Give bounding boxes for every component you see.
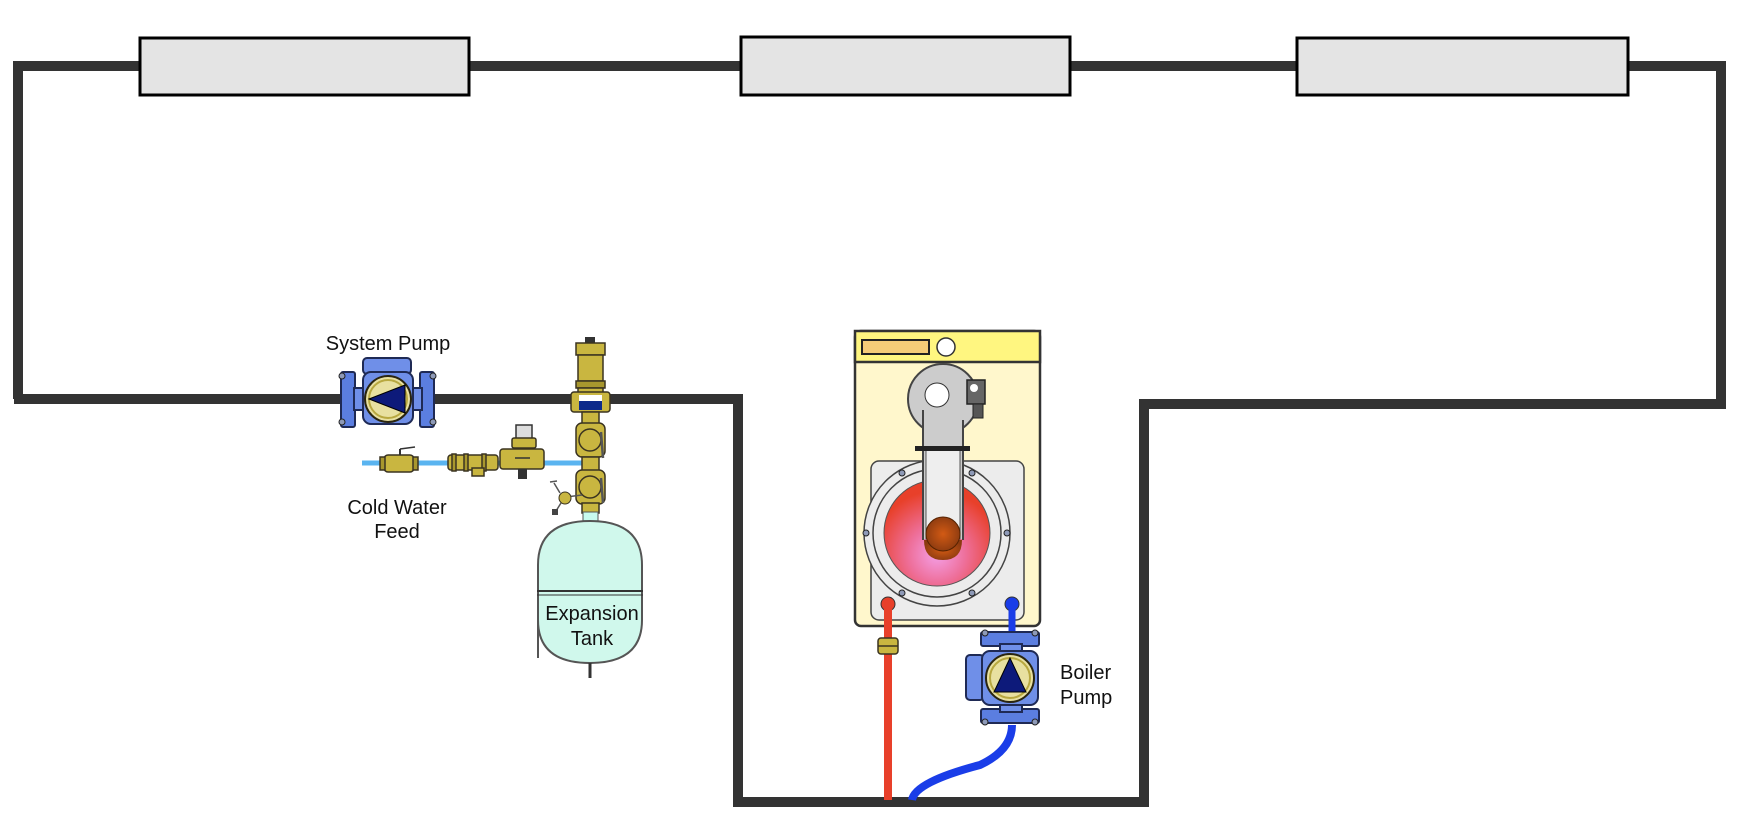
isolation-valve-upper[interactable] bbox=[575, 422, 606, 459]
pipe-return-left bbox=[14, 394, 1726, 807]
radiator-2 bbox=[739, 35, 1072, 97]
valve-connector bbox=[581, 456, 600, 472]
schrader-valve-icon bbox=[549, 480, 583, 515]
cold-water-feed-label-2: Feed bbox=[374, 521, 420, 543]
radiator-3 bbox=[1295, 36, 1630, 97]
air-vent-icon bbox=[570, 337, 611, 413]
flow-arrow-left-icon bbox=[367, 384, 406, 414]
air-vent-assembly bbox=[549, 337, 611, 523]
expansion-tank-label-2: Tank bbox=[571, 628, 614, 650]
expansion-tank: Expansion Tank bbox=[537, 519, 643, 678]
system-pump-label: System Pump bbox=[326, 333, 450, 355]
boiler-power-button[interactable] bbox=[936, 337, 956, 357]
hot-flow-pipe bbox=[877, 604, 899, 800]
feed-ball-valve[interactable] bbox=[379, 446, 419, 473]
boiler bbox=[853, 329, 1042, 628]
isolation-valve-lower[interactable] bbox=[575, 469, 606, 505]
radiators bbox=[138, 35, 1630, 97]
boiler-pump-label-1: Boiler bbox=[1060, 662, 1111, 684]
check-valve bbox=[447, 453, 499, 477]
cold-water-feed bbox=[362, 424, 588, 479]
flow-arrow-up-icon bbox=[993, 656, 1027, 693]
cold-water-feed-label-1: Cold Water bbox=[347, 497, 447, 519]
pressure-reducing-valve bbox=[499, 424, 545, 479]
expansion-tank-label-1: Expansion bbox=[545, 603, 638, 625]
cold-return-pipe bbox=[908, 604, 1016, 802]
boiler-display bbox=[861, 339, 930, 355]
boiler-pump[interactable] bbox=[965, 629, 1040, 726]
system-pump[interactable]: System Pump bbox=[326, 333, 450, 428]
burner-icon bbox=[907, 363, 986, 560]
boiler-pump-label-2: Pump bbox=[1060, 687, 1112, 709]
air-vent-stem bbox=[581, 411, 600, 425]
radiator-1 bbox=[138, 36, 471, 97]
